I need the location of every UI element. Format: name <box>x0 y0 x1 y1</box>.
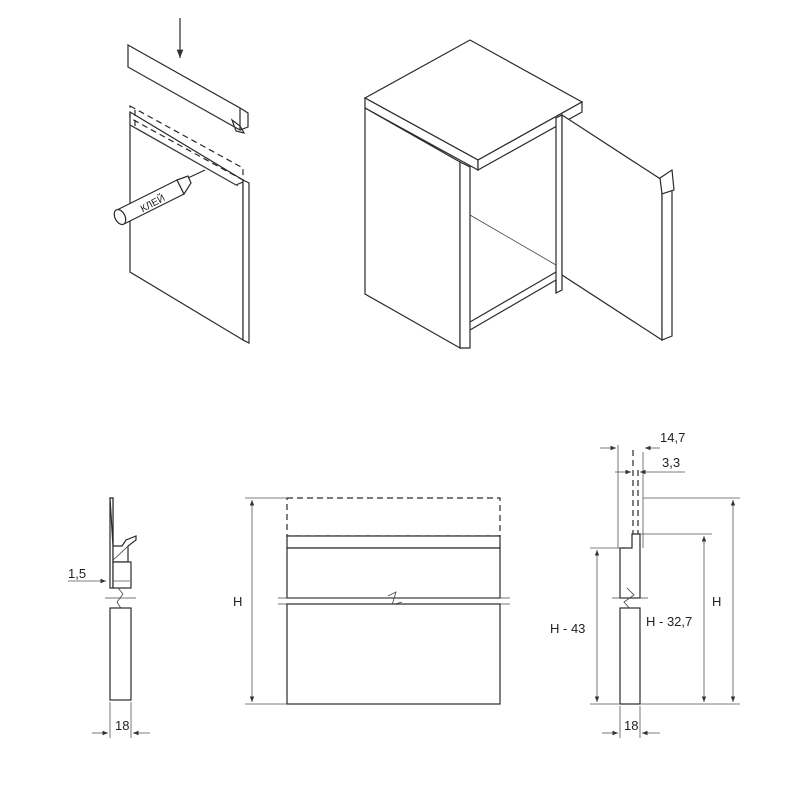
door-handle-profile <box>659 168 675 195</box>
cabinet-illustration <box>363 39 675 350</box>
dim-h43-label: H - 43 <box>550 621 585 636</box>
profile-front <box>286 535 501 549</box>
dim-offset-label: 3,3 <box>662 455 680 470</box>
dim-h-label: H <box>712 594 721 609</box>
profile-assembly-illustration: КЛЕЙ <box>113 18 250 344</box>
dim-panel-label-right: 18 <box>624 718 638 733</box>
dim-h327-label: H - 32,7 <box>646 614 692 629</box>
dim-thickness-label: 1,5 <box>68 566 86 581</box>
profile-section-left: 1,5 18 <box>68 497 150 738</box>
door-front <box>286 603 501 705</box>
profile-position-dashed <box>129 104 244 182</box>
door-panel-iso <box>129 104 250 344</box>
dim-panel-label-left: 18 <box>115 718 129 733</box>
front-view: H <box>233 497 510 705</box>
handle-profile-strip <box>127 43 249 134</box>
dim-height-label: H <box>233 594 242 609</box>
profile-section-right: 14,7 3,3 H - 43 H - 32,7 H 18 <box>550 430 740 738</box>
cabinet-door-open <box>561 113 675 342</box>
profile-dashed-outline <box>286 497 501 537</box>
dim-depth-label: 14,7 <box>660 430 685 445</box>
glue-tube-icon: КЛЕЙ <box>113 169 206 226</box>
